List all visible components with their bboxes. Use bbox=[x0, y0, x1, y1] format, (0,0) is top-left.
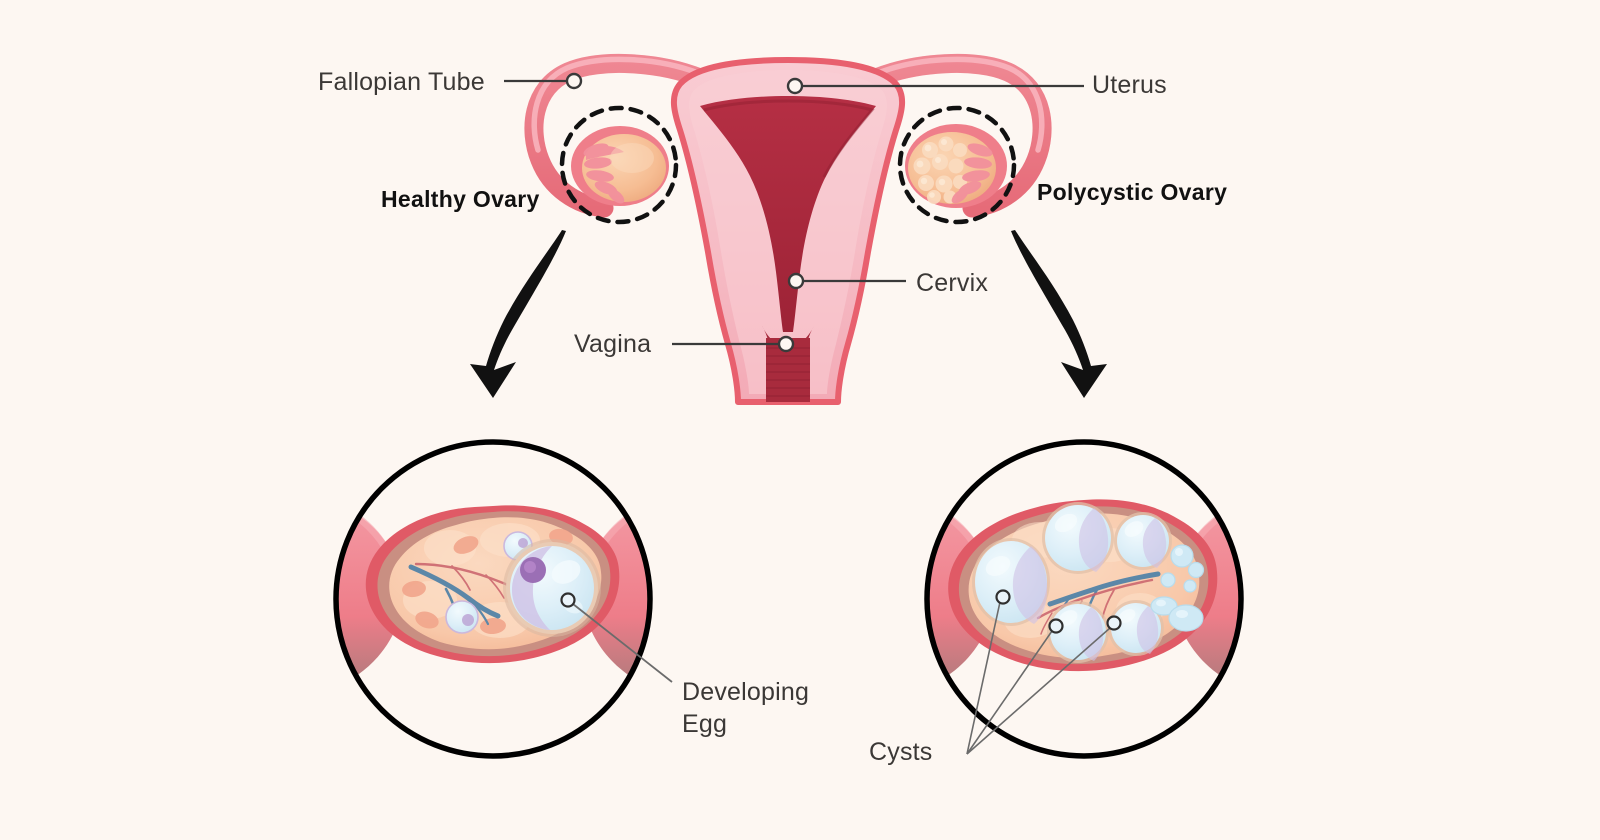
label-developing-egg: Developing Egg bbox=[682, 676, 809, 740]
left-zoom-arrow bbox=[470, 230, 566, 398]
marker-vagina bbox=[777, 335, 795, 353]
marker-cyst-3 bbox=[1106, 615, 1122, 631]
dominant-follicle bbox=[503, 539, 601, 637]
cyst-3 bbox=[1114, 512, 1172, 570]
uterus bbox=[671, 57, 905, 405]
label-polycystic-ovary: Polycystic Ovary bbox=[1037, 179, 1228, 205]
leader-cyst-3 bbox=[966, 627, 1111, 755]
fimbriae-right bbox=[951, 143, 993, 204]
label-developing-egg-line1: Developing bbox=[682, 678, 810, 706]
healthy-ovary-dashed-ring bbox=[559, 105, 679, 225]
marker-cyst-1 bbox=[995, 589, 1011, 605]
top-callout-leaders bbox=[504, 72, 1084, 353]
cyst-2 bbox=[1042, 502, 1114, 574]
polycystic-ovary-dashed-ring bbox=[897, 105, 1017, 225]
cyst-1 bbox=[972, 538, 1050, 626]
detail-callout-leaders bbox=[560, 589, 1122, 755]
marker-developing-egg bbox=[560, 592, 576, 608]
label-cervix: Cervix bbox=[916, 269, 989, 297]
healthy-ovary-top bbox=[559, 105, 679, 225]
fimbriae-left bbox=[583, 143, 625, 204]
right-zoom-arrow bbox=[1011, 230, 1107, 398]
healthy-ovary-detail-view bbox=[333, 439, 653, 759]
right-fallopian-tube bbox=[866, 53, 1052, 218]
left-fallopian-tube bbox=[524, 53, 710, 218]
small-follicle-b bbox=[445, 600, 479, 634]
marker-cyst-2 bbox=[1048, 618, 1064, 634]
marker-uterus bbox=[786, 77, 804, 95]
cyst-4 bbox=[1047, 601, 1109, 663]
polycystic-ovary-top bbox=[897, 105, 1017, 225]
label-fallopian-tube: Fallopian Tube bbox=[318, 68, 485, 96]
polycystic-ovary-detail-view bbox=[924, 439, 1244, 759]
label-uterus: Uterus bbox=[1092, 71, 1167, 99]
label-cysts: Cysts bbox=[869, 738, 933, 766]
leader-cyst-2 bbox=[966, 630, 1053, 755]
cyst-5 bbox=[1108, 600, 1164, 656]
zoom-arrows bbox=[470, 230, 1107, 398]
label-healthy-ovary: Healthy Ovary bbox=[381, 186, 540, 212]
marker-fallopian-tube bbox=[565, 72, 583, 90]
label-vagina: Vagina bbox=[574, 330, 652, 358]
healthy-ovary-circle-outline bbox=[333, 439, 653, 759]
leader-cyst-1 bbox=[966, 601, 1001, 755]
marker-cervix bbox=[787, 272, 805, 290]
label-developing-egg-line2: Egg bbox=[682, 710, 728, 738]
polycystic-ovary-circle-outline bbox=[924, 439, 1244, 759]
cyst-group bbox=[972, 502, 1205, 663]
leader-developing-egg bbox=[572, 603, 673, 683]
